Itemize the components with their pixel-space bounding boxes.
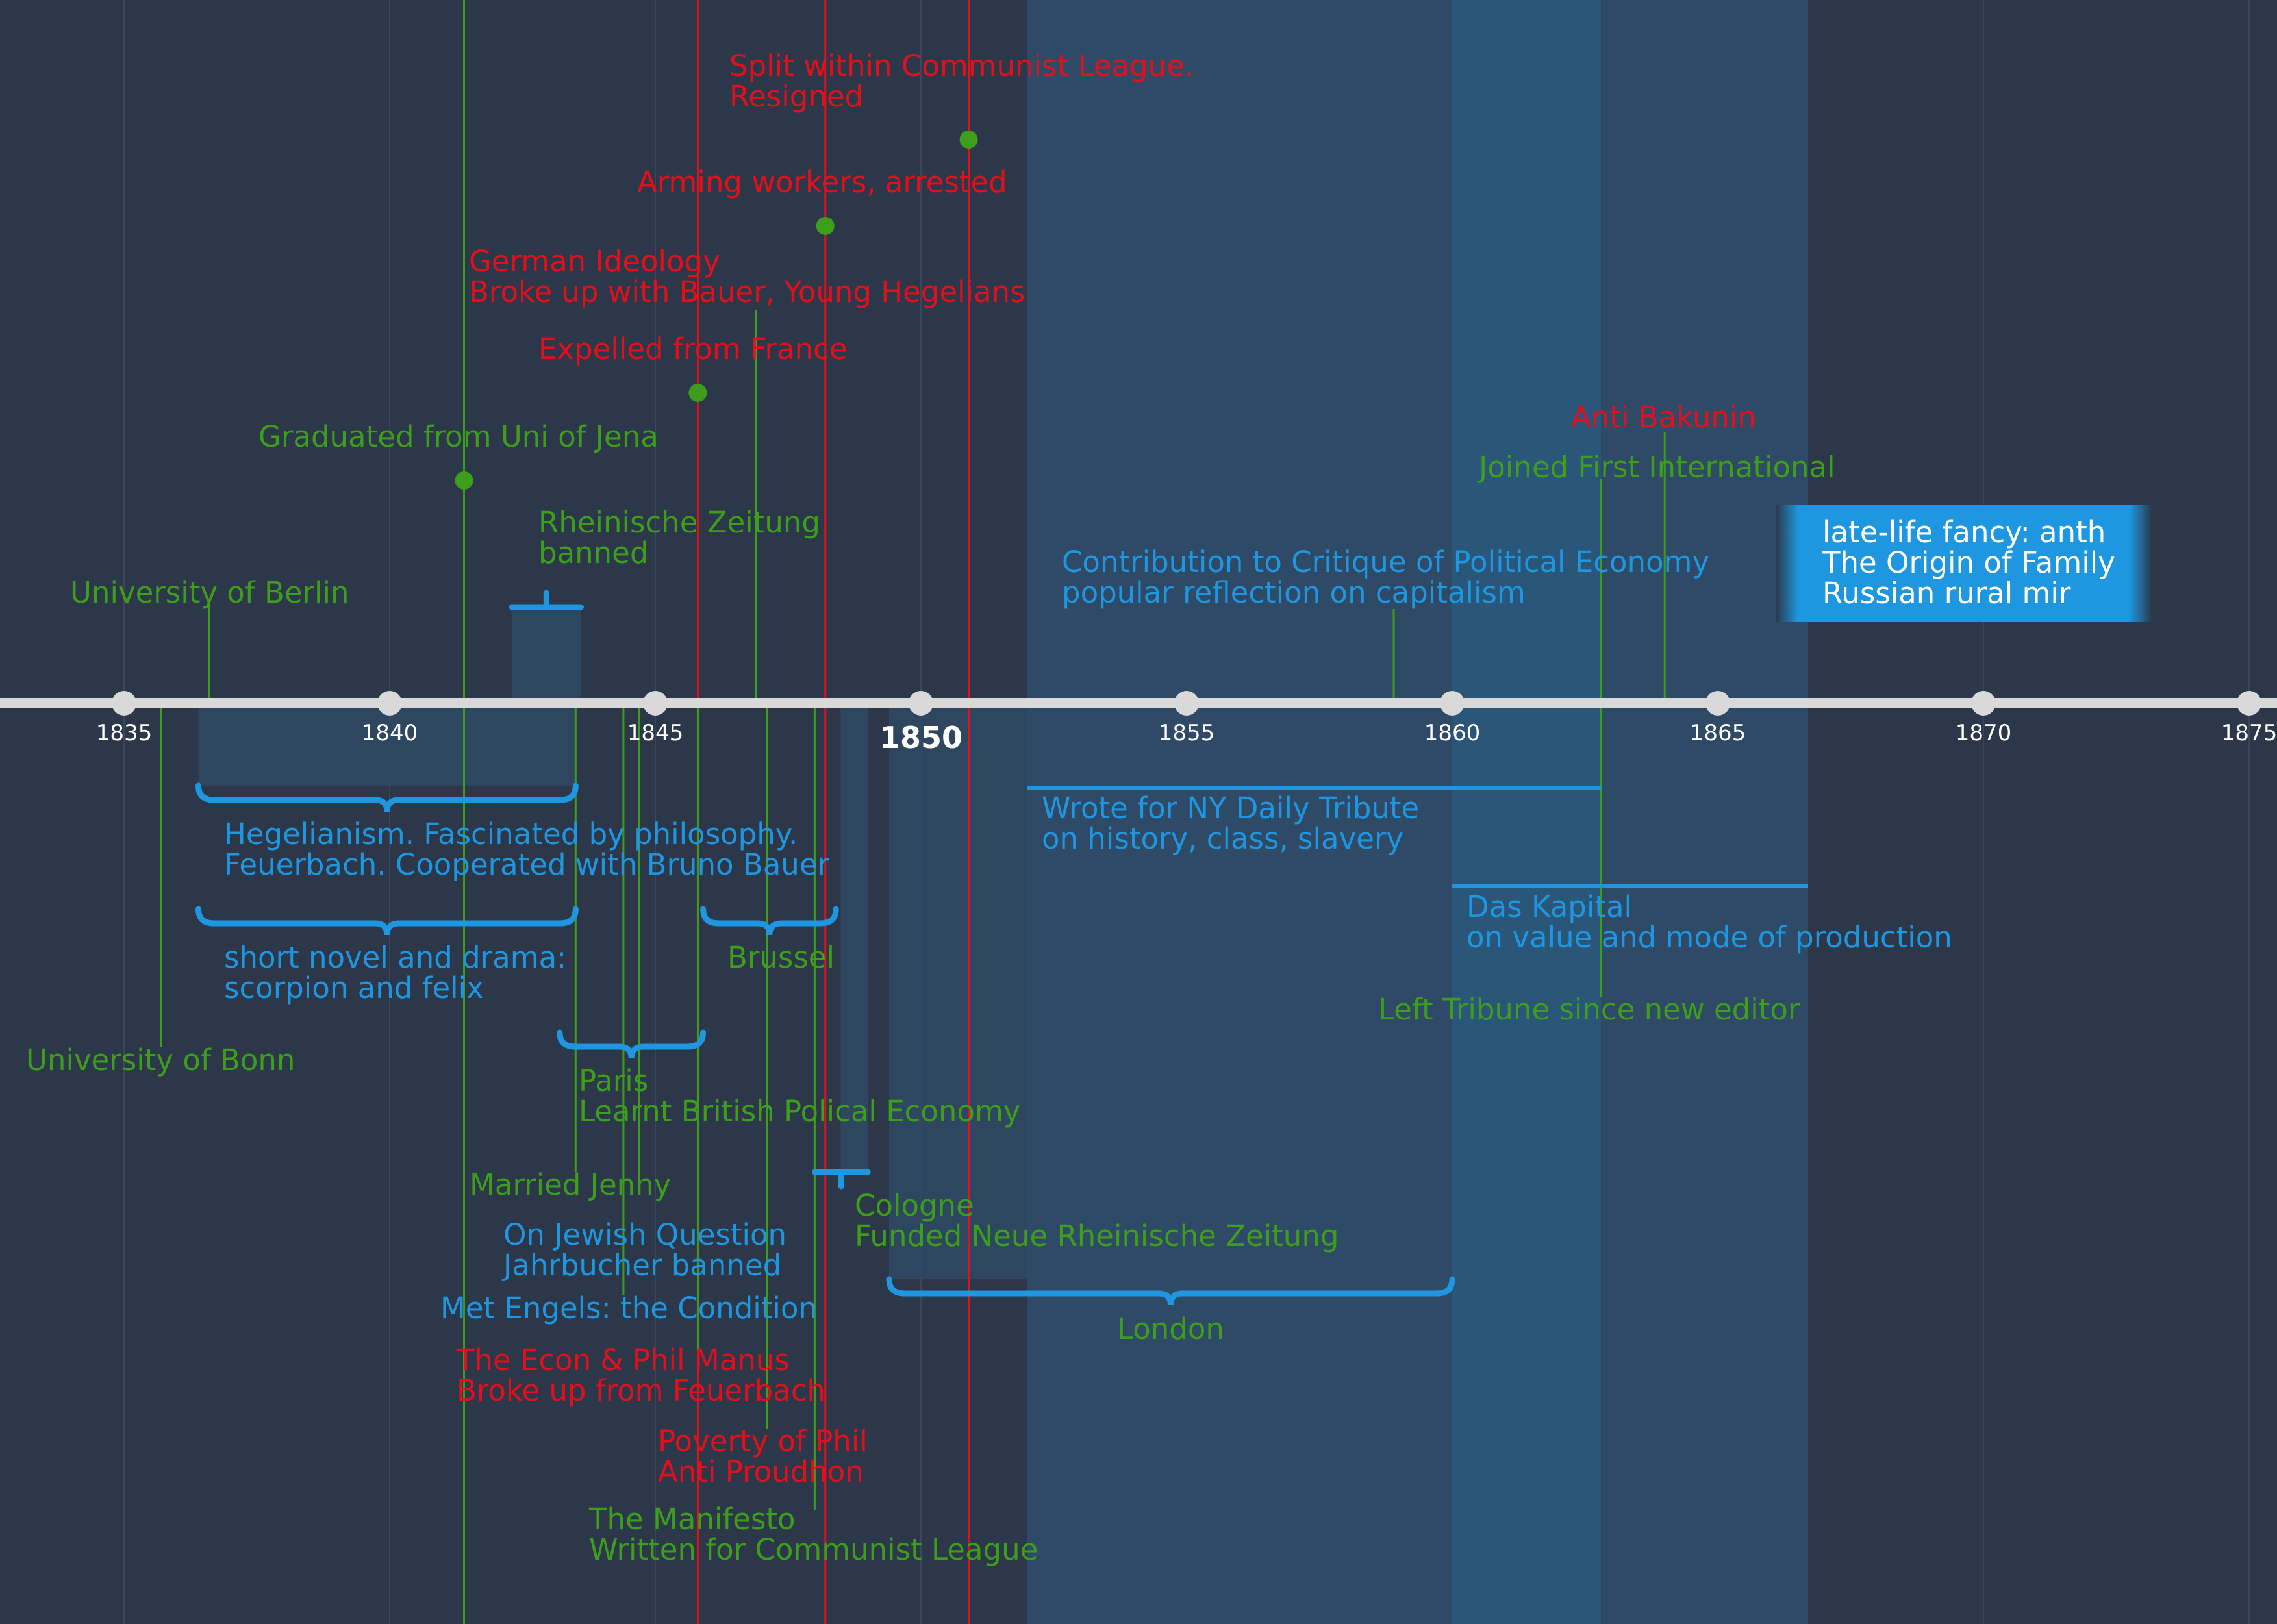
period-label: Rheinische Zeitung [538, 505, 820, 540]
event-dot [688, 384, 707, 402]
period-label: Funded Neue Rheinische Zeitung [855, 1219, 1339, 1253]
period-shade [512, 607, 581, 703]
period-brace [195, 906, 579, 936]
event-label: popular reflection on capitalism [1062, 575, 1526, 610]
event-label: German Ideology [469, 244, 720, 279]
period-label: on history, class, slavery [1042, 821, 1403, 856]
event-label: Joined First International [1477, 450, 1835, 484]
period-band [1452, 0, 1602, 1624]
period-label: scorpion and felix [224, 971, 484, 1005]
axis-tick-label: 1855 [1159, 720, 1215, 746]
axis-tick-label: 1845 [627, 720, 684, 746]
event-label: Anti Bakunin [1571, 400, 1756, 434]
period-shade [198, 703, 576, 786]
period-brace [886, 1276, 1455, 1306]
axis-tick-dot [2237, 691, 2261, 716]
event-label: Broke up from Feuerbach [457, 1373, 825, 1408]
axis-tick-dot [1705, 691, 1730, 716]
axis-tick-dot [1971, 691, 1996, 716]
event-label: Contribution to Critique of Political Ec… [1062, 545, 1709, 579]
period-shade [888, 703, 1027, 1279]
event-label: University of Berlin [70, 575, 349, 610]
axis-tick-label: 1875 [2221, 720, 2277, 746]
period-label: Paris [579, 1064, 648, 1098]
period-label: Learnt British Polical Economy [579, 1094, 1020, 1129]
axis-tick-dot [643, 691, 668, 716]
event-label: Left Tribune since new editor [1378, 992, 1800, 1027]
highlight-box-line: The Origin of Family [1822, 545, 2115, 580]
period-label: Wrote for NY Daily Tribute [1042, 791, 1419, 825]
event-label: Expelled from France [538, 332, 848, 366]
period-band [1601, 0, 1809, 1624]
event-dot [816, 217, 835, 235]
event-label: Broke up with Bauer, Young Hegelians [469, 275, 1025, 309]
axis-tick-dot [909, 691, 933, 716]
axis-tick-label: 1850 [879, 720, 962, 755]
period-label: short novel and drama: [224, 940, 566, 975]
highlight-box-line: Russian rural mir [1822, 576, 2071, 610]
event-label: University of Bonn [26, 1043, 295, 1077]
period-label: Cologne [855, 1188, 974, 1223]
period-label: Brussel [727, 940, 835, 975]
period-shade [840, 703, 868, 1172]
event-label: Met Engels: the Condition [440, 1291, 817, 1325]
period-brace [700, 906, 839, 936]
event-label: Jahrbucher banned [501, 1248, 781, 1282]
event-label: On Jewish Question [503, 1218, 786, 1252]
event-label: Married Jenny [470, 1168, 671, 1202]
period-label: London [1117, 1312, 1224, 1346]
axis-tick-label: 1860 [1424, 720, 1481, 746]
axis-tick-label: 1840 [362, 720, 418, 746]
axis-tick-label: 1835 [96, 720, 153, 746]
period-label: banned [538, 536, 648, 570]
axis-tick-dot [1174, 691, 1199, 716]
period-label: on value and mode of production [1466, 920, 1952, 955]
axis-tick-dot [377, 691, 402, 716]
event-dot [959, 131, 978, 149]
axis-tick-dot [1440, 691, 1465, 716]
event-label: The Manifesto [588, 1502, 796, 1536]
event-label: Arming workers, arrested [637, 165, 1007, 199]
event-label: Poverty of Phil [658, 1424, 868, 1458]
highlight-box-bg [1776, 505, 2153, 622]
event-label: The Econ & Phil Manus [456, 1343, 790, 1377]
event-label: Resigned [729, 79, 863, 114]
event-label: Anti Proudhon [658, 1455, 864, 1489]
period-brace [195, 782, 579, 812]
period-label: Feuerbach. Cooperated with Bruno Bauer [224, 847, 830, 882]
period-label: Hegelianism. Fascinated by philosophy. [224, 817, 798, 851]
event-label: Graduated from Uni of Jena [258, 419, 659, 454]
highlight-box-line: late-life fancy: anth [1822, 515, 2106, 549]
axis-tick-label: 1870 [1956, 720, 2012, 746]
axis-tick-label: 1865 [1690, 720, 1746, 746]
event-label: Split within Communist League. [729, 49, 1194, 83]
event-dot [455, 471, 473, 490]
period-brace [557, 1029, 707, 1059]
event-label: Written for Communist League [589, 1532, 1038, 1567]
period-label: Das Kapital [1466, 890, 1632, 924]
axis-tick-dot [112, 691, 136, 716]
